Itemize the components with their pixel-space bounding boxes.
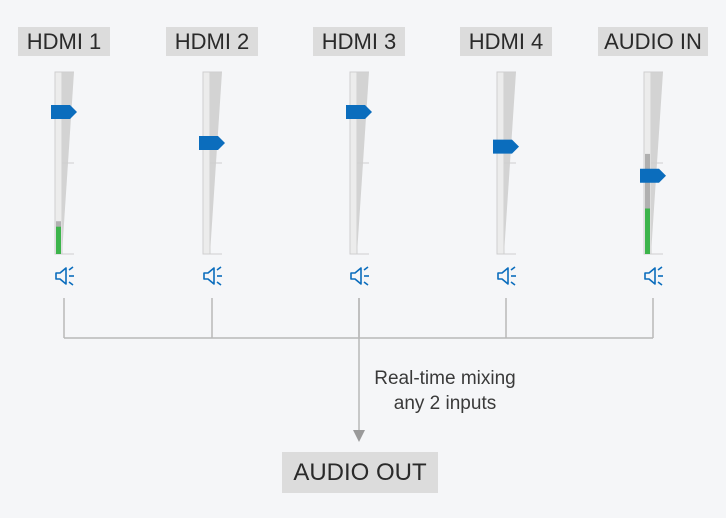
speaker-icon-hdmi-4 <box>497 267 509 285</box>
speaker-wave-top-audio-in <box>657 266 663 271</box>
channel-label-hdmi-2: HDMI 2 <box>166 27 258 56</box>
channel-label-hdmi-3: HDMI 3 <box>313 27 405 56</box>
channel-label-hdmi-4: HDMI 4 <box>460 27 552 56</box>
peak-meter-audio-in <box>645 153 650 254</box>
output-arrow-head <box>353 430 365 442</box>
speaker-wave-bottom-hdmi-2 <box>216 281 222 286</box>
fader-track-hdmi-4 <box>496 71 505 255</box>
speaker-icon-audio-in <box>644 267 656 285</box>
speaker-wave-bottom-hdmi-1 <box>68 281 74 286</box>
fader-knob-hdmi-3[interactable] <box>346 105 372 120</box>
speaker-wave-top-hdmi-2 <box>216 266 222 271</box>
caption-line-1: Real-time mixing <box>374 368 516 389</box>
channel-label-audio-in: AUDIO IN <box>598 27 708 56</box>
speaker-wave-bottom-audio-in <box>657 281 663 286</box>
level-meter-hdmi-1 <box>56 226 61 254</box>
channel-label-hdmi-1: HDMI 1 <box>18 27 110 56</box>
speaker-icon-hdmi-1 <box>55 267 67 285</box>
speaker-wave-top-hdmi-4 <box>510 266 516 271</box>
fader-knob-audio-in[interactable] <box>640 168 666 183</box>
caption-line-2: any 2 inputs <box>393 393 497 414</box>
speaker-wave-top-hdmi-3 <box>363 266 369 271</box>
fader-track-hdmi-2 <box>202 71 211 255</box>
fader-knob-hdmi-4[interactable] <box>493 139 519 154</box>
speaker-wave-top-hdmi-1 <box>68 266 74 271</box>
audio-out-label: AUDIO OUT <box>282 452 438 493</box>
fader-knob-hdmi-1[interactable] <box>51 105 77 120</box>
speaker-icon-hdmi-2 <box>203 267 215 285</box>
speaker-wave-bottom-hdmi-3 <box>363 281 369 286</box>
fader-knob-hdmi-2[interactable] <box>199 135 225 150</box>
speaker-wave-bottom-hdmi-4 <box>510 281 516 286</box>
fader-track-hdmi-3 <box>349 71 358 255</box>
speaker-icon-hdmi-3 <box>350 267 362 285</box>
mixing-caption: Real-time mixing any 2 inputs <box>350 366 540 416</box>
level-meter-audio-in <box>645 208 650 254</box>
